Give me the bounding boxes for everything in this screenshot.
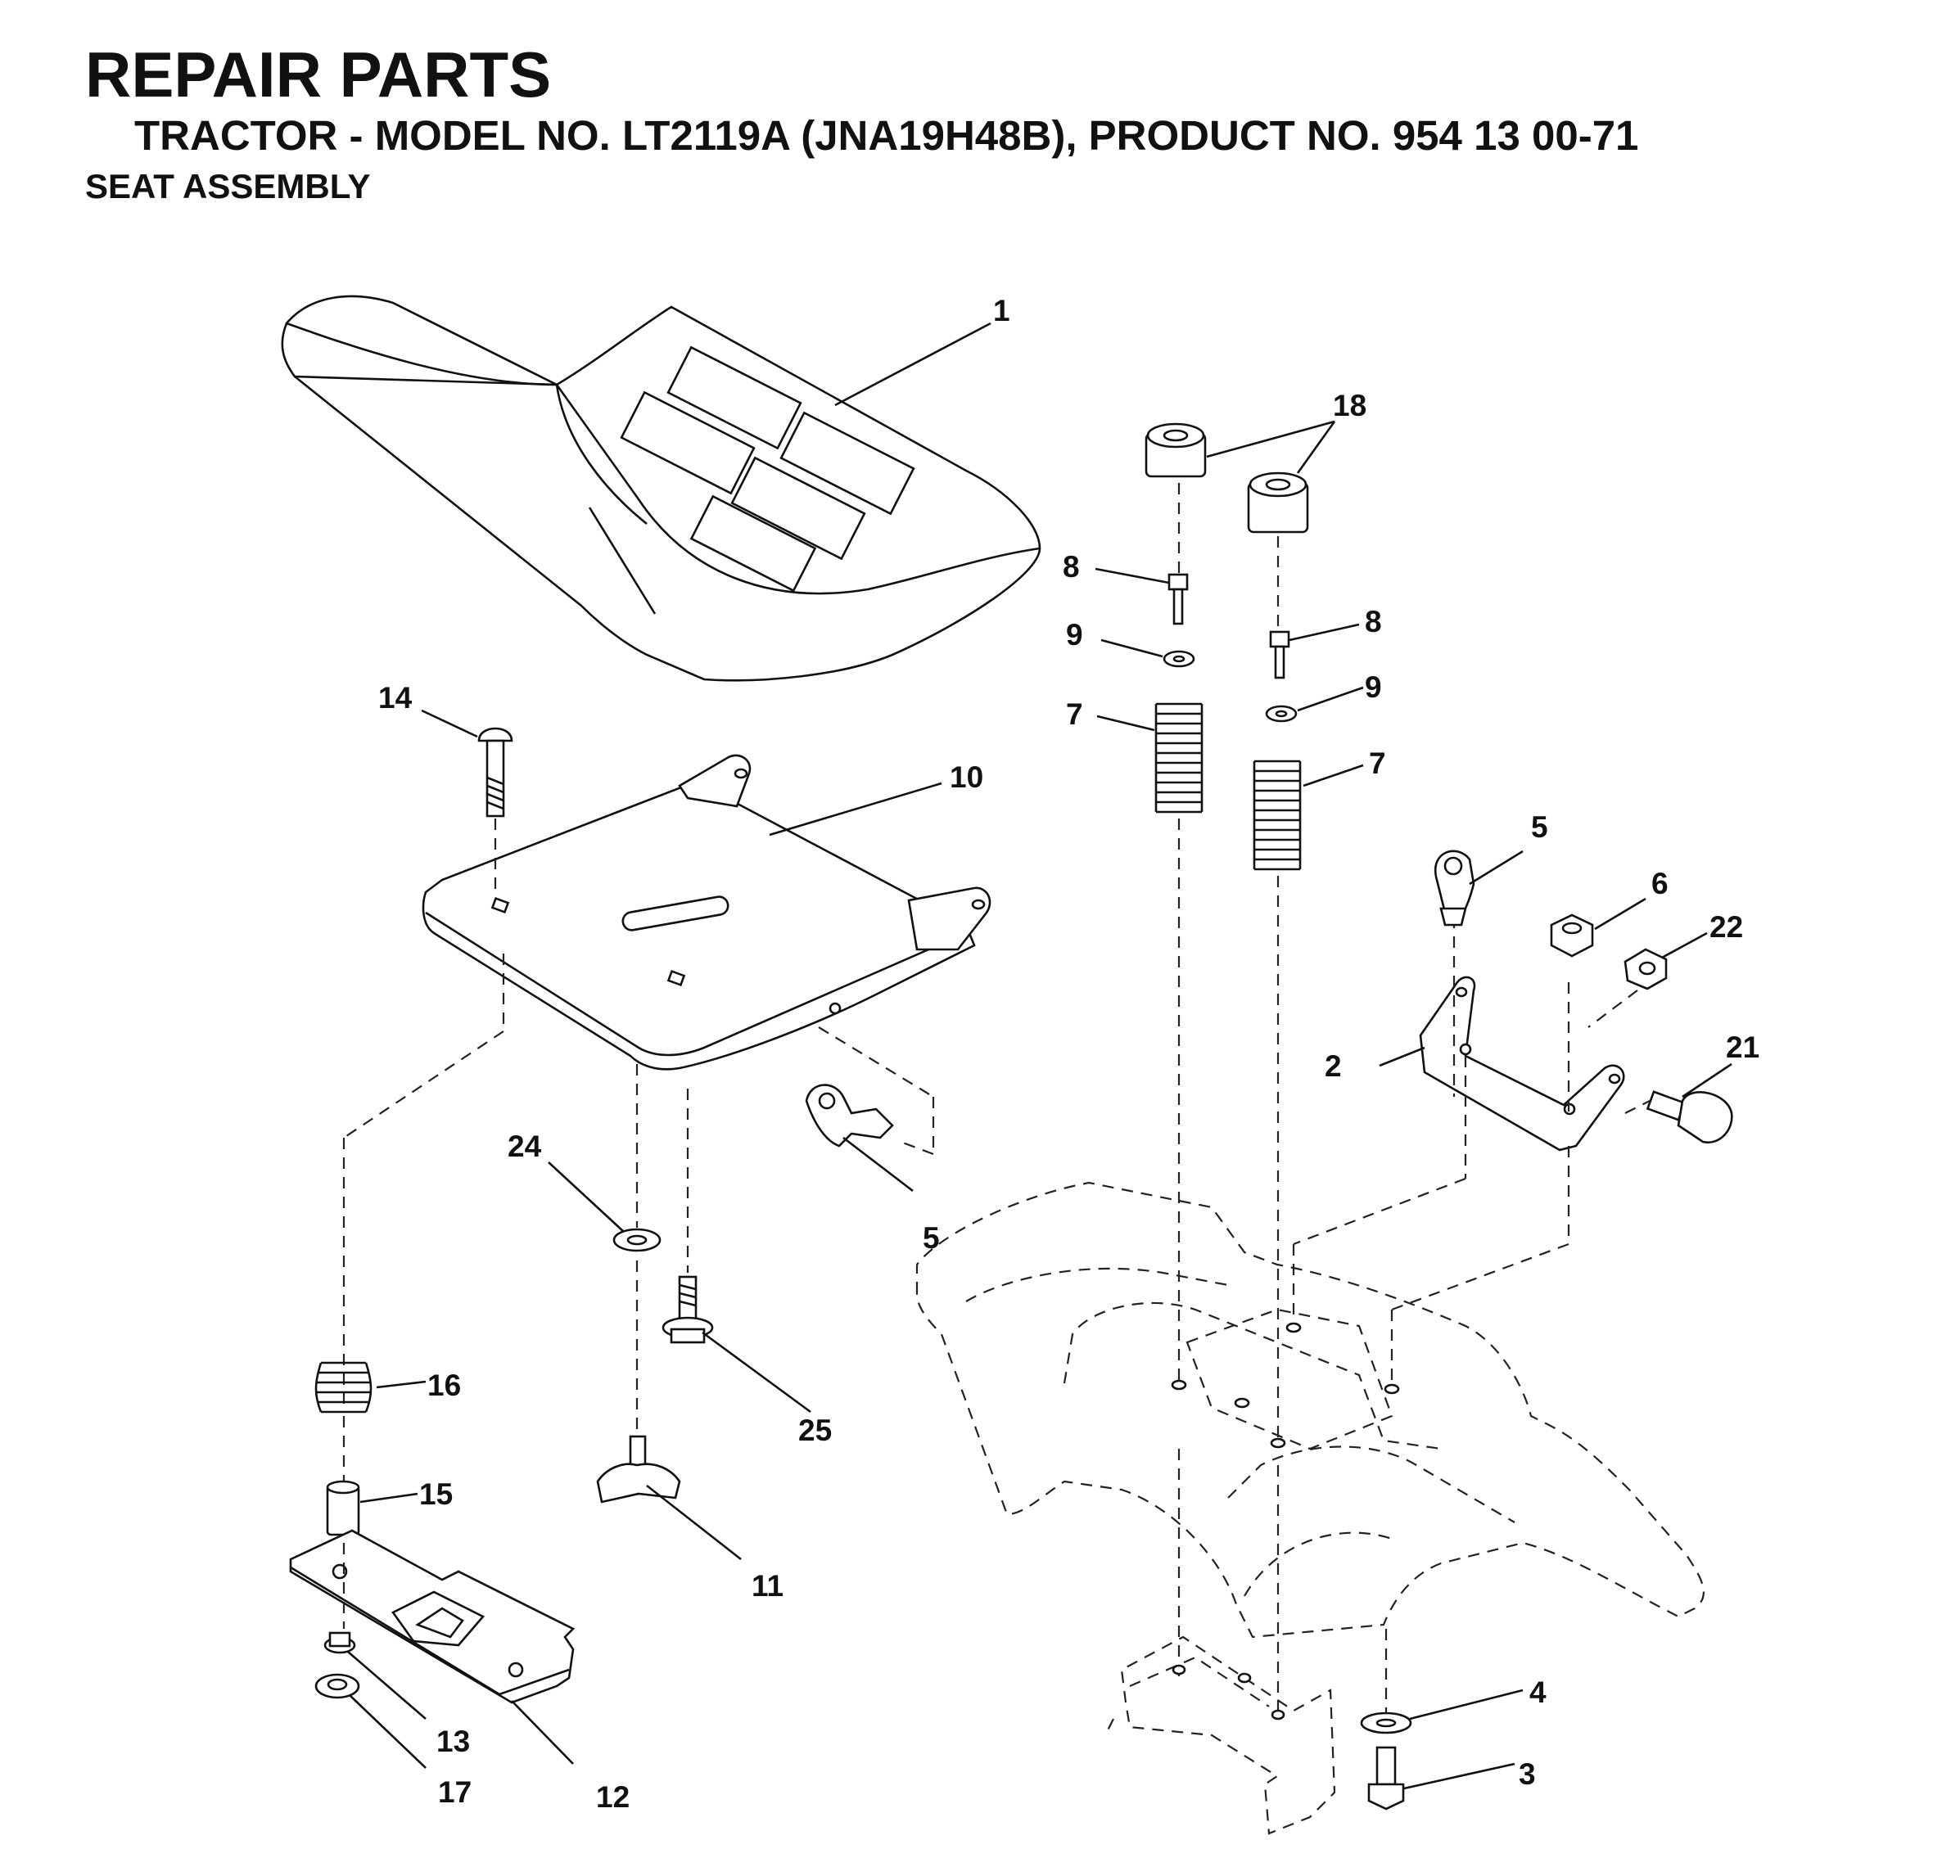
callout-4: 4: [1529, 1675, 1547, 1709]
seat-pan-part: [422, 754, 991, 1071]
callout-3: 3: [1519, 1757, 1536, 1791]
callout-7-right: 7: [1369, 746, 1386, 780]
spring-clip-part-right: [1434, 850, 1475, 927]
slide-rail-part: [289, 1529, 576, 1704]
bracket-hole: [1271, 1709, 1285, 1720]
frame-hole: [1234, 1397, 1250, 1409]
callout-10: 10: [950, 760, 983, 794]
callout-5-left: 5: [923, 1221, 940, 1255]
carriage-bolt-part: [477, 727, 513, 818]
frame-hole: [1270, 1437, 1286, 1449]
callout-9-left: 9: [1066, 618, 1083, 652]
flat-washer-part-right: [1360, 1711, 1412, 1734]
callout-24: 24: [508, 1130, 542, 1163]
callout-5-right: 5: [1531, 810, 1548, 844]
washer-hole-left: [1172, 655, 1185, 663]
callout-2: 2: [1325, 1049, 1342, 1083]
callout-13: 13: [436, 1725, 470, 1758]
callout-14: 14: [378, 681, 413, 715]
callout-16: 16: [427, 1369, 461, 1402]
callout-15: 15: [419, 1477, 453, 1511]
callout-12: 12: [596, 1780, 630, 1814]
spacer-part: [326, 1480, 360, 1536]
model-subtitle: TRACTOR - MODEL NO. LT2119A (JNA19H48B),…: [134, 112, 1639, 159]
section-title: SEAT ASSEMBLY: [85, 167, 371, 205]
callout-21: 21: [1726, 1030, 1759, 1064]
page-title: REPAIR PARTS: [85, 38, 552, 110]
screw-part-right: [1269, 630, 1290, 679]
seat-part: [281, 295, 1041, 682]
hex-nut-part: [1550, 913, 1594, 958]
callout-25: 25: [798, 1414, 832, 1447]
frame-hole: [1384, 1383, 1400, 1395]
bumper-part-right: [1247, 471, 1309, 534]
hex-bolt-part: [1367, 1746, 1405, 1811]
compression-spring-part: [314, 1361, 373, 1414]
lock-washer-part: [314, 1673, 360, 1699]
screw-part-left: [1167, 573, 1189, 625]
frame-hole: [1285, 1322, 1302, 1333]
spring-clip-part-left: [805, 1084, 894, 1148]
spring-part-right: [1253, 760, 1302, 871]
bumper-part-left: [1145, 422, 1207, 478]
flange-nut-part: [323, 1631, 356, 1654]
lock-nut-part: [1624, 948, 1668, 990]
callout-17: 17: [438, 1775, 472, 1809]
callout-8-left: 8: [1063, 550, 1080, 584]
adjust-bracket-part: [1419, 976, 1625, 1152]
callout-11: 11: [752, 1569, 784, 1603]
callout-22: 22: [1709, 910, 1743, 944]
bracket-hole: [1172, 1664, 1186, 1675]
callout-7-left: 7: [1066, 697, 1083, 731]
flat-washer-part-left: [612, 1228, 662, 1252]
wing-knob-part: [596, 1435, 681, 1504]
callout-9-right: 9: [1365, 670, 1382, 704]
bracket-hole: [1237, 1672, 1252, 1684]
callout-6: 6: [1651, 867, 1669, 900]
callout-8-right: 8: [1365, 605, 1382, 638]
flange-bolt-part: [662, 1275, 714, 1344]
shoulder-bolt-part: [1646, 1090, 1733, 1144]
fender-outline: [915, 1181, 1705, 1639]
lower-bracket-outline: [1104, 1635, 1336, 1835]
callout-1: 1: [993, 294, 1010, 327]
spring-part-left: [1154, 702, 1204, 814]
frame-hole: [1171, 1379, 1187, 1391]
callout-18: 18: [1333, 389, 1366, 422]
washer-hole-right: [1275, 710, 1288, 718]
